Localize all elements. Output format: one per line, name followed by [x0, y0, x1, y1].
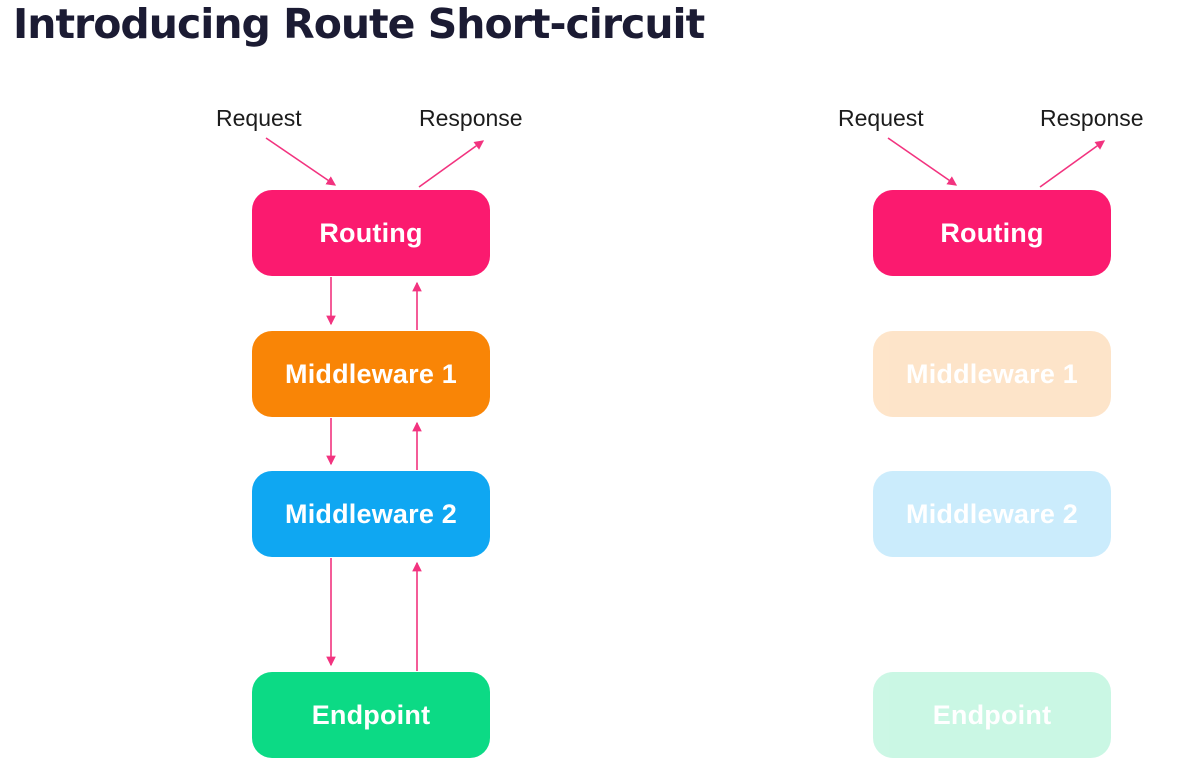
left-request-arrow — [265, 137, 337, 186]
node-routing: Routing — [873, 190, 1111, 276]
node-endpoint-faded: Endpoint — [873, 672, 1111, 758]
node-endpoint: Endpoint — [252, 672, 490, 758]
node-routing: Routing — [252, 190, 490, 276]
response-label: Response — [1040, 105, 1144, 131]
left-response-arrow — [418, 140, 485, 188]
node-middleware-1-faded: Middleware 1 — [873, 331, 1111, 417]
node-middleware-1: Middleware 1 — [252, 331, 490, 417]
node-middleware-2-faded: Middleware 2 — [873, 471, 1111, 557]
request-label: Request — [216, 105, 302, 131]
response-label: Response — [419, 105, 523, 131]
right-response-arrow — [1039, 140, 1106, 188]
right-request-arrow — [887, 137, 958, 186]
node-middleware-2: Middleware 2 — [252, 471, 490, 557]
page-title: Introducing Route Short-circuit — [13, 0, 705, 48]
request-label: Request — [838, 105, 924, 131]
